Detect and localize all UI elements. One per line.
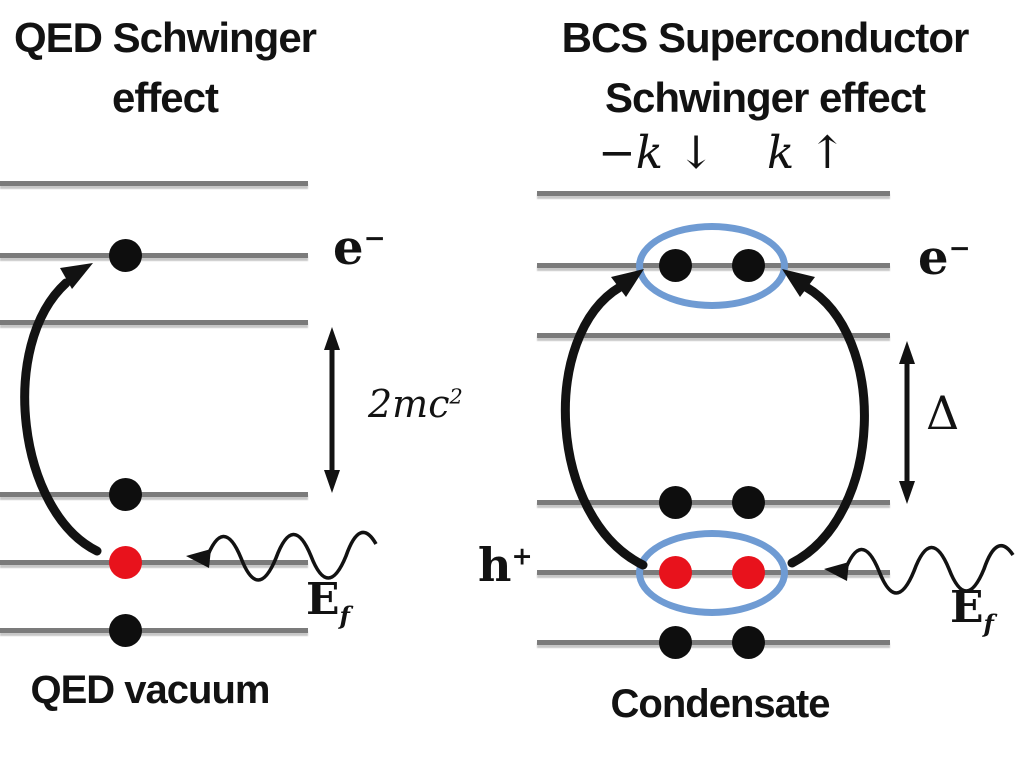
cooper-pair-ellipse-electrons — [636, 223, 788, 309]
sea-electron-dot — [732, 486, 765, 519]
pair-electron-dot — [732, 249, 765, 282]
bcs-title-line2: Schwinger effect — [604, 74, 926, 121]
energy-level-line — [537, 500, 890, 505]
double-arrowhead-down — [899, 481, 915, 504]
electron-label: e− — [333, 220, 386, 276]
energy-level-line — [537, 333, 890, 338]
cooper-pair-ellipse-holes — [636, 530, 788, 616]
qed-caption: QED vacuum — [30, 668, 271, 712]
sea-electron-dot — [109, 614, 142, 647]
hole-dot — [109, 546, 142, 579]
energy-level-line — [0, 628, 308, 633]
momentum-label-left: −k ↓ — [598, 126, 715, 179]
double-arrowhead-up — [324, 327, 340, 350]
qed-title-line2: effect — [111, 74, 219, 121]
sea-electron-dot — [659, 486, 692, 519]
electron-label: e− — [918, 230, 971, 286]
superconducting-gap-label: Δ — [926, 386, 960, 440]
sea-electron-dot — [109, 478, 142, 511]
pair-hole-dot — [732, 556, 765, 589]
pair-hole-dot — [659, 556, 692, 589]
pair-creation-arrowhead — [60, 263, 93, 289]
pair-creation-arrow-right — [787, 282, 869, 568]
qed-panel-title: QED Schwinger effect — [0, 8, 330, 128]
mass-gap-label: 2mc2 — [368, 382, 463, 426]
bcs-panel-title: BCS Superconductor Schwinger effect — [515, 8, 1015, 128]
field-label: Ef — [950, 582, 994, 638]
pair-creation-arrow-left — [560, 282, 648, 570]
bcs-title-line1: BCS Superconductor — [561, 14, 970, 61]
pair-electron-dot — [659, 249, 692, 282]
energy-level-line — [537, 640, 890, 645]
energy-level-line — [0, 181, 308, 186]
energy-level-line-electron — [0, 253, 308, 258]
momentum-labels: −k ↓k ↑ — [598, 130, 846, 175]
sea-electron-dot — [732, 626, 765, 659]
photon-wavy-arrow — [204, 530, 378, 582]
field-label: Ef — [306, 574, 350, 630]
pair-creation-arrowhead-right — [782, 269, 815, 297]
energy-level-line — [537, 191, 890, 196]
hole-label: h+ — [478, 538, 533, 592]
qed-title-line1: QED Schwinger — [13, 14, 317, 61]
bcs-caption: Condensate — [610, 682, 831, 726]
momentum-label-right: k ↑ — [766, 126, 847, 179]
double-arrowhead-down — [324, 470, 340, 493]
energy-level-line — [0, 492, 308, 497]
energy-level-line-hole — [0, 560, 308, 565]
double-arrowhead-up — [899, 341, 915, 364]
sea-electron-dot — [659, 626, 692, 659]
photon-arrowhead — [186, 549, 211, 568]
excited-electron-dot — [109, 239, 142, 272]
energy-level-line — [0, 320, 308, 325]
